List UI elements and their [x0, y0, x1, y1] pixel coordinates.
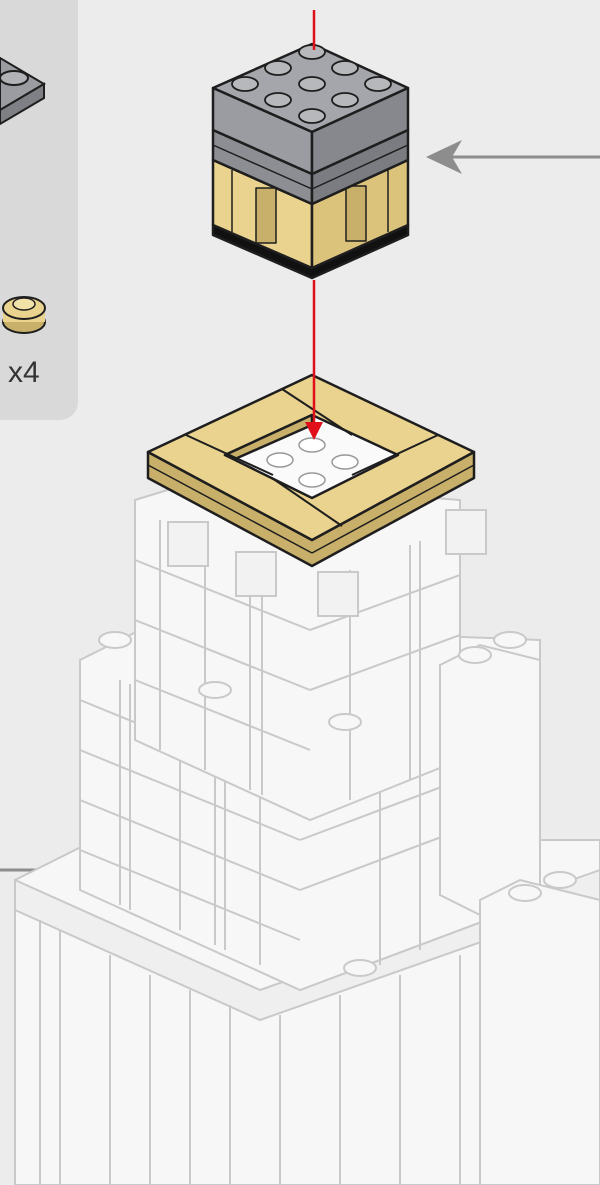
cap-subassembly: [213, 44, 408, 278]
building-model: [15, 480, 600, 1185]
round-tile-icon: [3, 297, 45, 333]
parts-callout-plate: [0, 58, 44, 124]
